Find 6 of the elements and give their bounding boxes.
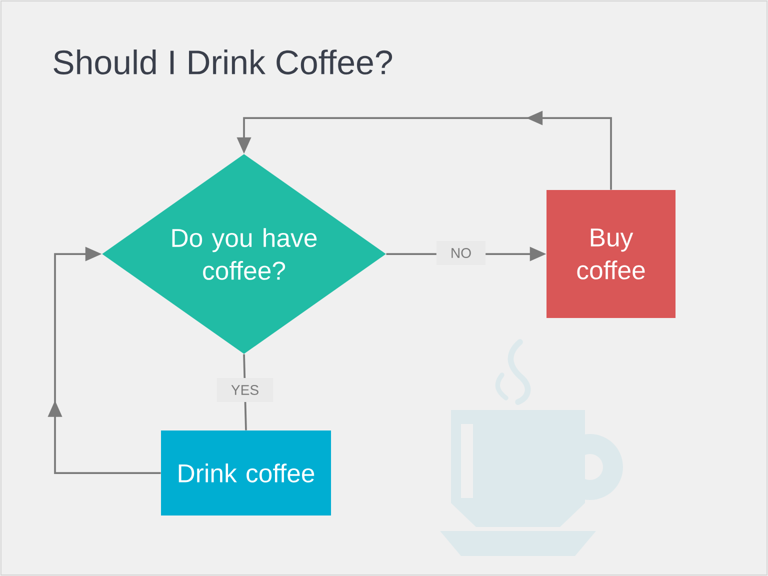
arrow — [48, 246, 161, 474]
title: Should I Drink Coffee? — [54, 50, 392, 74]
process-box: Buy coffee — [546, 190, 676, 318]
edge-label: YES — [216, 378, 274, 402]
process-box: Drink coffee — [161, 430, 331, 516]
edge-label: NO — [436, 241, 486, 265]
